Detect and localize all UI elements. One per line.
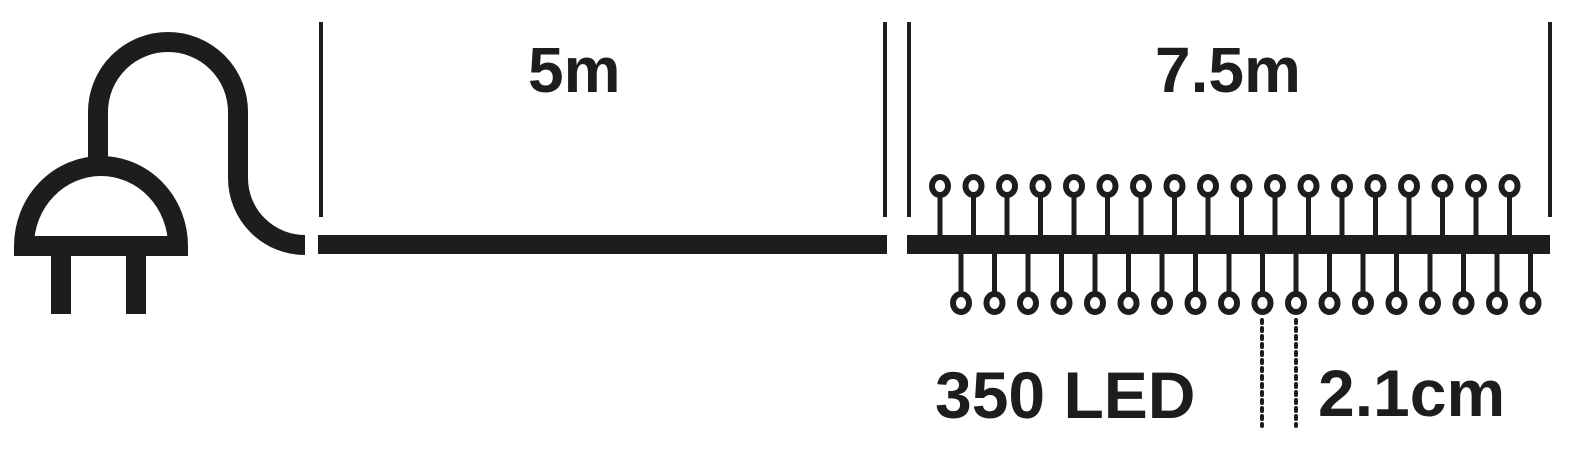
lead-cable-bar: [318, 235, 887, 254]
led-bulb-icon: [1251, 253, 1274, 315]
led-bulb-icon: [1163, 174, 1186, 236]
led-bulb-icon: [1285, 253, 1307, 315]
led-bulb-icon: [1050, 253, 1073, 315]
led-bulb-icon: [1117, 253, 1140, 315]
led-bulb-icon: [1398, 174, 1420, 236]
led-bulb-icon: [1230, 174, 1253, 236]
led-bulb-icon: [1385, 253, 1408, 315]
led-bulb-icon: [929, 174, 951, 236]
led-bulb-icon: [1431, 174, 1454, 236]
led-bulb-icon: [1130, 174, 1152, 236]
led-spacing-label: 2.1cm: [1318, 356, 1506, 430]
led-bulb-icon: [1096, 174, 1119, 236]
led-bulb-icon: [1197, 174, 1219, 236]
led-bulb-icon: [962, 174, 985, 236]
led-string-bar: [907, 235, 1550, 254]
lead-cable-length-label: 5m: [528, 34, 621, 106]
led-bulb-icon: [1452, 253, 1475, 315]
led-bulb-icon: [1218, 253, 1240, 315]
led-bulb-icon: [1151, 253, 1173, 315]
led-bulb-icon: [950, 253, 972, 315]
lead-cable: [318, 22, 887, 254]
led-bulb-icon: [1017, 253, 1039, 315]
led-string: [907, 22, 1552, 428]
led-bulb-icon: [1318, 253, 1341, 315]
led-bulb-icon: [1364, 174, 1387, 236]
led-bulb-icon: [996, 174, 1018, 236]
led-bulb-icon: [1063, 174, 1085, 236]
led-row-bottom: [950, 253, 1542, 315]
led-bulb-icon: [1084, 253, 1106, 315]
led-bulb-icon: [1264, 174, 1286, 236]
led-bulb-icon: [1465, 174, 1487, 236]
led-bulb-icon: [1498, 174, 1521, 236]
led-bulb-icon: [1029, 174, 1052, 236]
led-bulb-icon: [1486, 253, 1508, 315]
led-bulb-icon: [1297, 174, 1320, 236]
led-bulb-icon: [1352, 253, 1374, 315]
led-row-top: [929, 174, 1521, 236]
led-bulb-icon: [983, 253, 1006, 315]
led-bulb-icon: [1331, 174, 1353, 236]
led-bulb-icon: [1519, 253, 1542, 315]
power-plug-icon: [13, 32, 306, 314]
led-count-label: 350 LED: [935, 358, 1196, 432]
led-bulb-icon: [1419, 253, 1441, 315]
led-bulb-icon: [1184, 253, 1207, 315]
light-string-length-label: 7.5m: [1155, 34, 1301, 106]
